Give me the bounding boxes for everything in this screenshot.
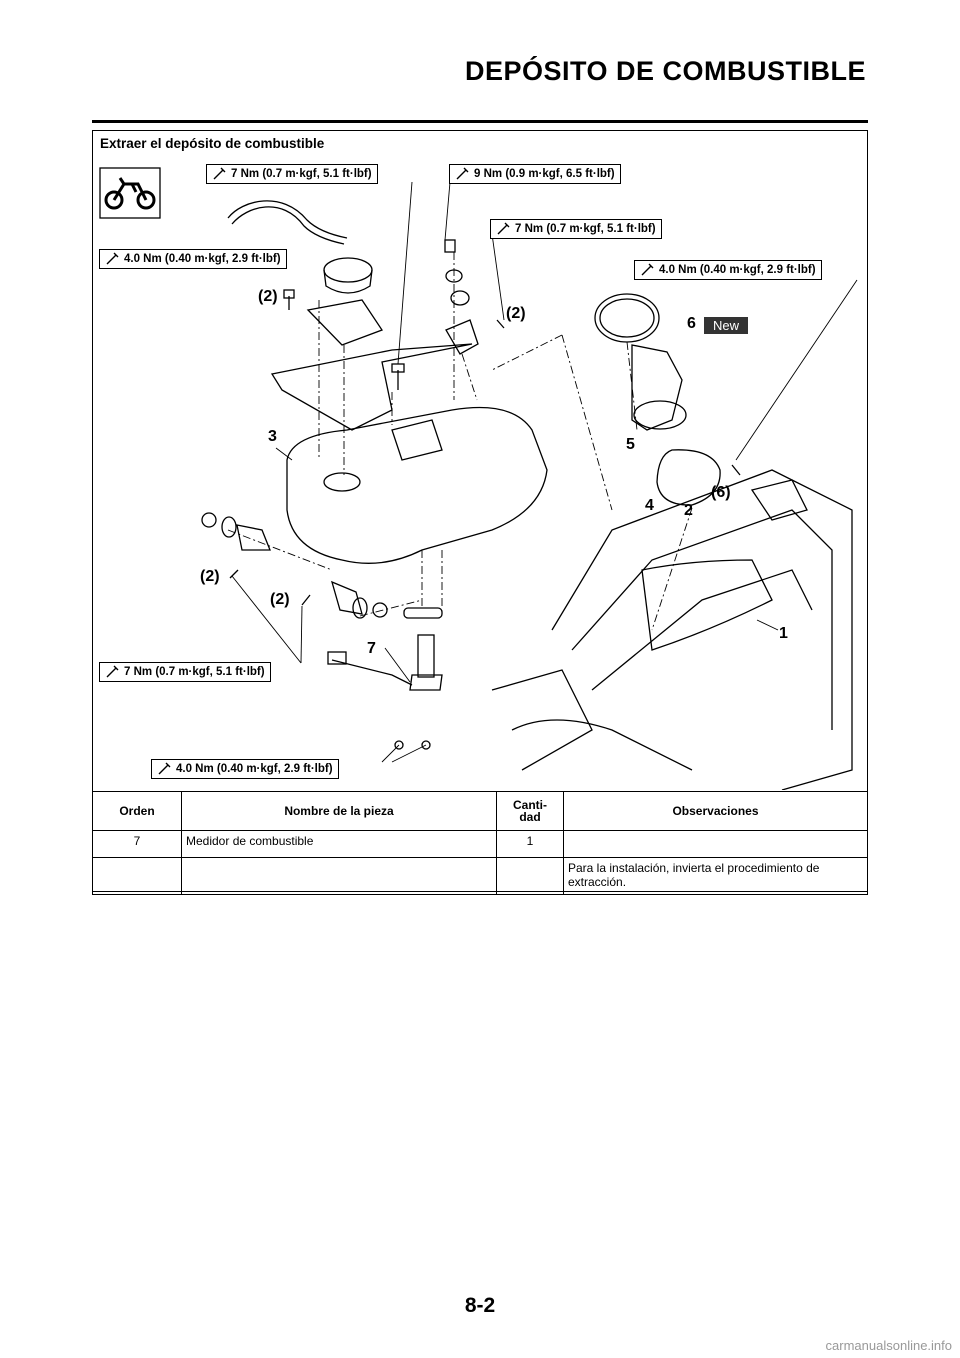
- torque-spec-value: 7 Nm (0.7 m·kgf, 5.1 ft·lbf): [515, 223, 656, 235]
- callout-label: 5: [626, 436, 635, 453]
- torque-wrench-icon: [106, 252, 119, 265]
- cell-qty: 1: [496, 830, 564, 858]
- table-row: 7 Medidor de combustible 1: [92, 830, 868, 858]
- torque-wrench-icon: [213, 167, 226, 180]
- cell-observations: [563, 830, 868, 858]
- torque-spec-pump-bolt: 4.0 Nm (0.40 m·kgf, 2.9 ft·lbf): [634, 260, 822, 280]
- torque-spec-value: 4.0 Nm (0.40 m·kgf, 2.9 ft·lbf): [124, 253, 281, 265]
- torque-spec-bracket-screw: 7 Nm (0.7 m·kgf, 5.1 ft·lbf): [490, 219, 662, 239]
- callout-label: (2): [506, 305, 526, 322]
- torque-spec-value: 9 Nm (0.9 m·kgf, 6.5 ft·lbf): [474, 168, 615, 180]
- torque-wrench-icon: [158, 762, 171, 775]
- cell-name: [181, 857, 497, 895]
- callout-label: 1: [779, 625, 788, 642]
- torque-spec-side-bolt: 7 Nm (0.7 m·kgf, 5.1 ft·lbf): [99, 662, 271, 682]
- fuel-tank-exploded-diagram: [99, 167, 858, 790]
- motorcycle-icon: [104, 177, 156, 210]
- torque-spec-hose-bolt: 7 Nm (0.7 m·kgf, 5.1 ft·lbf): [206, 164, 378, 184]
- torque-spec-value: 4.0 Nm (0.40 m·kgf, 2.9 ft·lbf): [659, 264, 816, 276]
- column-header-order: Orden: [92, 791, 182, 831]
- cell-qty: [496, 857, 564, 895]
- cell-order: 7: [92, 830, 182, 858]
- cell-observations: Para la instalación, invierta el procedi…: [563, 857, 868, 895]
- column-header-qty: Canti- dad: [496, 791, 564, 831]
- title-rule: [92, 120, 868, 123]
- callout-label: 2: [684, 502, 693, 519]
- column-header-name: Nombre de la pieza: [181, 791, 497, 831]
- callout-label: (6): [711, 484, 731, 501]
- callout-label: (2): [270, 591, 290, 608]
- torque-spec-gauge-screw: 4.0 Nm (0.40 m·kgf, 2.9 ft·lbf): [151, 759, 339, 779]
- cell-order: [92, 857, 182, 895]
- watermark: carmanualsonline.info: [825, 1338, 952, 1353]
- table-row: Para la instalación, invierta el procedi…: [92, 857, 868, 895]
- torque-spec-value: 7 Nm (0.7 m·kgf, 5.1 ft·lbf): [231, 168, 372, 180]
- torque-spec-value: 7 Nm (0.7 m·kgf, 5.1 ft·lbf): [124, 666, 265, 678]
- page-number: 8-2: [464, 1294, 496, 1317]
- callout-label: 4: [645, 497, 654, 514]
- torque-spec-cap-screw: 4.0 Nm (0.40 m·kgf, 2.9 ft·lbf): [99, 249, 287, 269]
- table-header-row: Orden Nombre de la pieza Canti- dad Obse…: [92, 791, 868, 831]
- section-title: Extraer el depósito de combustible: [100, 136, 325, 151]
- torque-wrench-icon: [456, 167, 469, 180]
- torque-wrench-icon: [106, 665, 119, 678]
- cell-name: Medidor de combustible: [181, 830, 497, 858]
- callout-label: 6: [687, 315, 696, 332]
- page-title: DEPÓSITO DE COMBUSTIBLE: [464, 56, 866, 86]
- torque-wrench-icon: [497, 222, 510, 235]
- torque-wrench-icon: [641, 263, 654, 276]
- callout-label: (2): [200, 568, 220, 585]
- callout-label: (2): [258, 288, 278, 305]
- callout-label: 3: [268, 428, 277, 445]
- parts-table: Orden Nombre de la pieza Canti- dad Obse…: [92, 791, 868, 895]
- callout-label: 7: [367, 640, 376, 657]
- torque-spec-value: 4.0 Nm (0.40 m·kgf, 2.9 ft·lbf): [176, 763, 333, 775]
- new-part-badge: New: [704, 317, 748, 334]
- torque-spec-bracket-bolt: 9 Nm (0.9 m·kgf, 6.5 ft·lbf): [449, 164, 621, 184]
- column-header-observations: Observaciones: [563, 791, 868, 831]
